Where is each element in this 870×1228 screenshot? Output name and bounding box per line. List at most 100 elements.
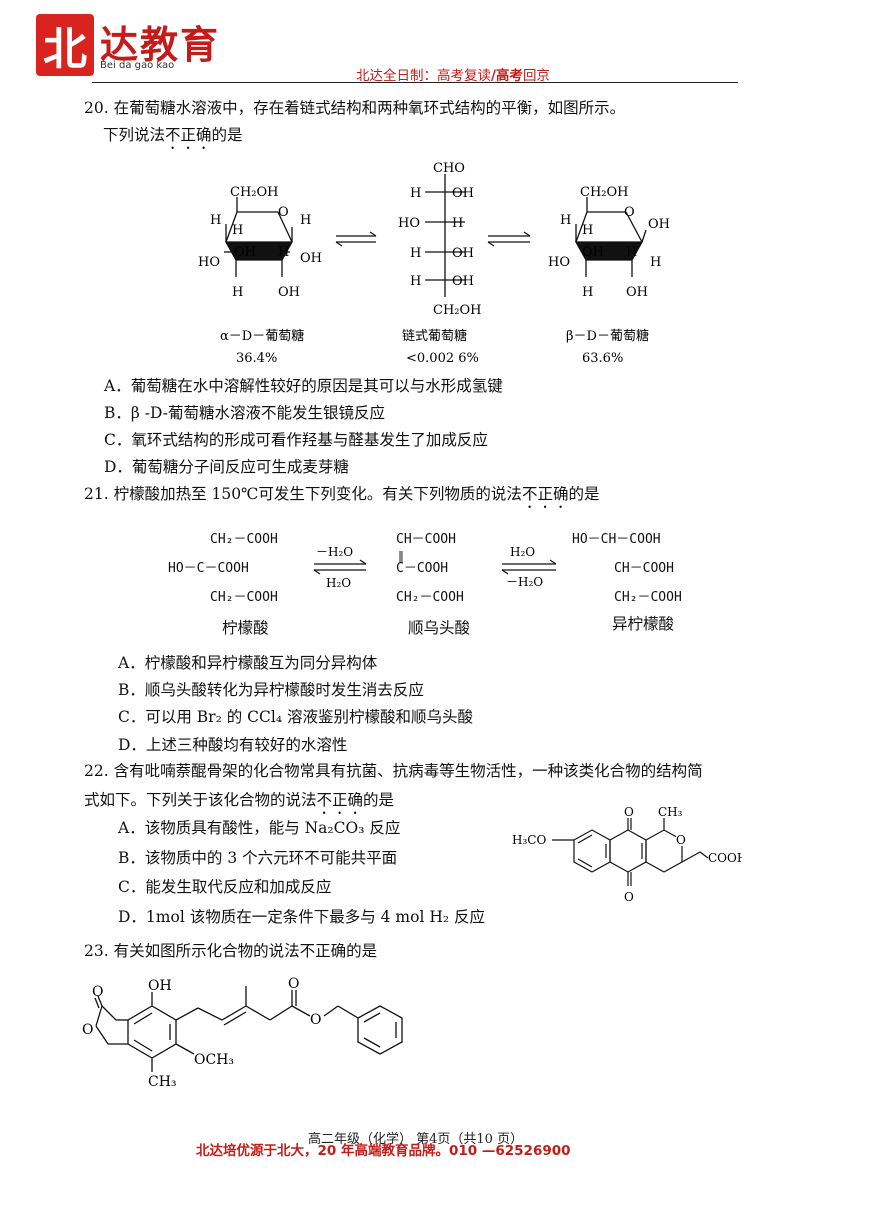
q22-option-c: C．能发生取代反应和加成反应 (118, 878, 332, 896)
isocitric-line1: HO－CH－COOH (572, 532, 661, 547)
logo-subtitle: Bei da gao kao (100, 60, 175, 71)
chain-glucose-structure (425, 174, 465, 297)
q22-stem-line2: 式如下。下列关于该化合物的说法不正确的是 (84, 790, 394, 818)
beta-oh2: OH (582, 245, 604, 260)
isocitric-line3: CH₂－COOH (614, 590, 682, 605)
beta-oh3: OH (626, 285, 648, 300)
chain-name: 链式葡萄糖 (402, 328, 467, 344)
q20-option-c: C．氧环式结构的形成可看作羟基与醛基发生了加成反应 (104, 431, 488, 449)
citric-line3: CH₂－COOH (210, 590, 278, 605)
aconitic-line3: CH₂－COOH (396, 590, 464, 605)
slogan-part-a: 北达全日制：高考复读 (356, 68, 491, 84)
q20-stem-pre: 下列说法 (103, 126, 166, 144)
alpha-ho: HO (198, 255, 220, 270)
q21-stem-pre: 21. 柠檬酸加热至 150℃可发生下列变化。有关下列物质的说法 (84, 485, 522, 503)
alpha-glucose-structure (224, 197, 294, 277)
chain-h4: H (410, 274, 421, 289)
q21-arrow-2: H₂O －H₂O (501, 545, 557, 589)
q20-option-a: A．葡萄糖在水中溶解性较好的原因是其可以与水形成氢键 (104, 377, 503, 395)
alpha-h5: H (232, 285, 243, 300)
footer-page-number: 高二年级（化学） 第4页（共10 页） (308, 1132, 524, 1147)
alpha-ring-o: O (278, 205, 289, 220)
header-rule (92, 82, 738, 83)
q20-glucose-figure: CH₂OH O H H H HO OH H OH H OH CHO H OH H… (198, 161, 670, 366)
q23-ester-o1: O (288, 976, 299, 992)
alpha-name: α－D－葡萄糖 (220, 328, 304, 344)
isocitric-name: 异柠檬酸 (612, 615, 675, 633)
beta-oh1: OH (648, 217, 670, 232)
chain-ho: HO (398, 216, 420, 231)
citric-name: 柠檬酸 (222, 619, 269, 637)
q21-arrow-1: －H₂O H₂O (313, 545, 367, 590)
beta-percent: 63.6% (582, 351, 623, 366)
citric-line2: HO－C－COOH (168, 561, 249, 576)
q21-option-d: D．上述三种酸均有较好的水溶性 (118, 736, 348, 754)
q22-o-top: O (624, 805, 634, 819)
equilibrium-arrow-2 (487, 231, 531, 247)
beta-h1: H (560, 213, 571, 228)
q22-option-b: B．该物质中的 3 个六元环不可能共平面 (118, 849, 398, 867)
citric-line1: CH₂－COOH (210, 532, 278, 547)
q21-option-a: A．柠檬酸和异柠檬酸互为同分异构体 (118, 654, 378, 672)
header-slogan: 北达全日制：高考复读/高考回京 (356, 64, 550, 84)
q22-stem-post: 的是 (363, 791, 395, 809)
beta-name: β－D－葡萄糖 (566, 328, 649, 344)
q22-o-ring: O (676, 833, 686, 847)
q21-option-b: B．顺乌头酸转化为异柠檬酸时发生消去反应 (118, 681, 424, 699)
q22-stem-pre: 式如下。下列关于该化合物的说法 (84, 791, 317, 809)
chain-percent: <0.002 6% (406, 351, 479, 366)
chain-h3: H (410, 246, 421, 261)
q20-option-d: D．葡萄糖分子间反应可生成麦芽糖 (104, 458, 349, 476)
logo-text: 达教育 (100, 22, 221, 67)
footer-ad: 北达培优源于北大，20 年高端教育品牌。010 —62526900 (196, 1143, 571, 1159)
beta-ho: HO (548, 255, 570, 270)
aconitic-line1: CH－COOH (396, 532, 456, 547)
aconitic-name: 顺乌头酸 (408, 619, 471, 637)
chain-oh3: OH (452, 274, 474, 289)
equilibrium-arrow-1 (335, 231, 377, 247)
beta-h3: H (626, 245, 637, 260)
q21-option-c: C．可以用 Br₂ 的 CCl₄ 溶液鉴别柠檬酸和顺乌头酸 (118, 708, 473, 726)
q21-arrow1-top: －H₂O (316, 545, 353, 559)
q20-stem-emph: 不正确 (165, 126, 212, 144)
isocitric-line2: CH－COOH (614, 561, 674, 576)
chain-h1: H (410, 186, 421, 201)
q20-stem-post: 的是 (211, 126, 243, 144)
q21-arrow1-bottom: H₂O (326, 576, 351, 590)
alpha-ch2oh: CH₂OH (230, 185, 279, 200)
q23-stem: 23. 有关如图所示化合物的说法不正确的是 (84, 942, 378, 960)
aconitic-double-bond: ‖ (398, 549, 404, 563)
q21-stem: 21. 柠檬酸加热至 150℃可发生下列变化。有关下列物质的说法不正确的是 (84, 484, 599, 512)
q21-arrow2-top: H₂O (510, 545, 535, 559)
q23-oh: OH (148, 978, 172, 994)
q22-cooh: COOH (708, 851, 742, 865)
beta-glucose-structure (574, 197, 647, 277)
alpha-percent: 36.4% (236, 351, 277, 366)
beta-h5: H (582, 285, 593, 300)
chain-cho: CHO (433, 161, 465, 176)
alpha-h3: H (300, 213, 311, 228)
chain-oh1: OH (452, 186, 474, 201)
q22-h3co: H₃CO (512, 833, 546, 847)
q23-ester-o2: O (310, 1012, 321, 1028)
q23-carbonyl-o: O (92, 984, 103, 1000)
chain-h2: H (452, 216, 463, 231)
alpha-h4: H (278, 245, 289, 260)
alpha-oh1: OH (234, 245, 256, 260)
q23-ch3: CH₃ (148, 1074, 177, 1090)
beta-h2: H (582, 223, 593, 238)
alpha-h2: H (232, 223, 243, 238)
q22-o-bottom: O (624, 890, 634, 904)
q22-stem-emph: 不正确 (316, 791, 364, 809)
q22-ch3: CH₃ (658, 805, 683, 819)
q20-stem-line1: 20. 在葡萄糖水溶液中，存在着链式结构和两种氧环式结构的平衡，如图所示。 (84, 99, 626, 117)
q22-pyranonaphthoquinone-structure: H₃CO O O O CH₃ COOH (512, 805, 742, 904)
alpha-oh3: OH (278, 285, 300, 300)
q20-stem-line2: 下列说法不正确的是 (103, 125, 243, 153)
q20-option-b: B．β -D-葡萄糖水溶液不能发生银镜反应 (104, 404, 385, 422)
q23-och3: OCH₃ (194, 1052, 234, 1068)
chain-oh2: OH (452, 246, 474, 261)
chain-ch2oh: CH₂OH (433, 303, 482, 318)
beta-h4: H (650, 255, 661, 270)
slogan-sep: /高考 (491, 68, 523, 84)
